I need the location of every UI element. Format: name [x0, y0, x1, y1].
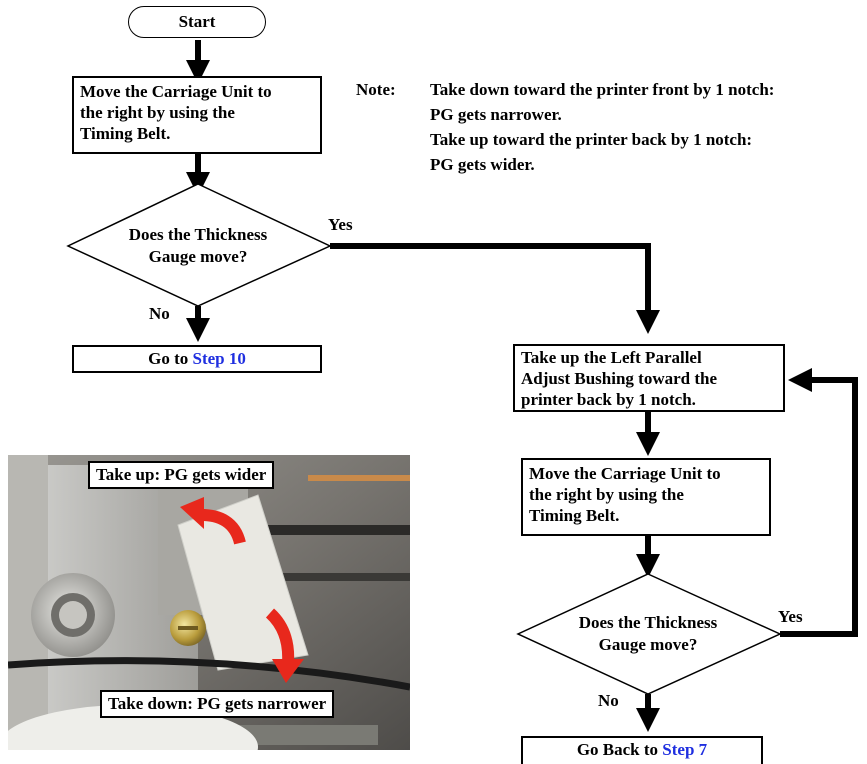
note-text: Take down toward the printer front by 1 … [430, 79, 774, 175]
photo-caption-take-down: Take down: PG gets narrower [100, 690, 335, 718]
box1-line-3: Timing Belt. [80, 124, 171, 143]
note-line-1: Take down toward the printer front by 1 … [430, 80, 775, 99]
box2-line-3: printer back by 1 notch. [521, 390, 696, 409]
step-10-link[interactable]: Step 10 [192, 349, 246, 368]
decision2-yes-label: Yes [778, 607, 803, 626]
photo-caption-take-up: Take up: PG gets wider [88, 461, 275, 489]
box2-line-1: Take up the Left Parallel [521, 348, 702, 367]
decision1-yes-label: Yes [328, 215, 353, 234]
arrow-decision2-yes [780, 368, 858, 637]
box1-line-2: the right by using the [80, 103, 235, 122]
decision1-text: Does the Thickness Gauge move? [88, 224, 308, 268]
note-line-3: Take up toward the printer back by 1 not… [430, 130, 753, 149]
box3-line-2: the right by using the [529, 485, 684, 504]
decision2-no-label: No [598, 691, 619, 710]
step-box-move-carriage-1: Move the Carriage Unit to the right by u… [72, 76, 322, 154]
start-label: Start [178, 12, 216, 31]
decision1-no-label: No [149, 304, 170, 323]
decision1-line-2: Gauge move? [148, 247, 248, 266]
step-7-link[interactable]: Step 7 [662, 740, 708, 759]
step-box-take-up-bushing: Take up the Left Parallel Adjust Bushing… [513, 344, 785, 412]
note-line-4: PG gets wider. [430, 155, 535, 174]
box1-line-1: Move the Carriage Unit to [80, 82, 272, 101]
start-terminator: Start [128, 6, 266, 38]
step-box-move-carriage-2: Move the Carriage Unit to the right by u… [521, 458, 771, 536]
goto-step-10-box: Go to Step 10 [72, 345, 322, 373]
goto-step-7-box: Go Back to Step 7 [521, 736, 763, 764]
note-line-2: PG gets narrower. [430, 105, 562, 124]
mechanism-photo: Take up: PG gets wider Take down: PG get… [8, 455, 410, 750]
goto1-prefix: Go to [148, 349, 193, 368]
arrow-decision1-yes [330, 243, 660, 334]
decision2-line-1: Does the Thickness [578, 613, 718, 632]
box2-line-2: Adjust Bushing toward the [521, 369, 718, 388]
note-label: Note: [356, 80, 396, 99]
goto2-prefix: Go Back to [576, 740, 663, 759]
decision2-line-2: Gauge move? [598, 635, 698, 654]
box3-line-1: Move the Carriage Unit to [529, 464, 721, 483]
box3-line-3: Timing Belt. [529, 506, 620, 525]
decision2-text: Does the Thickness Gauge move? [537, 612, 759, 656]
decision1-line-1: Does the Thickness [128, 225, 268, 244]
